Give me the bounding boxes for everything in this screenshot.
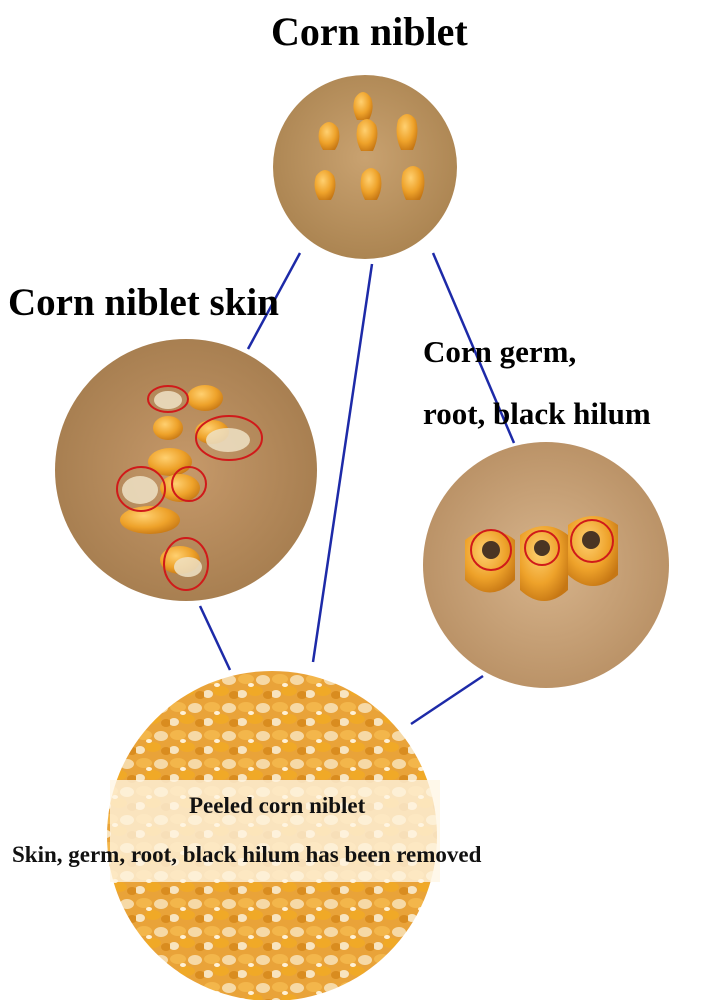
corn-niblet-heading: Corn niblet (271, 9, 468, 54)
corn-germ-heading-line-2: root, black hilum (423, 396, 651, 431)
connector-niblet-to-skin (246, 252, 302, 350)
highlight-rings (116, 385, 263, 591)
connector-germ-to-peeled (410, 674, 484, 726)
peeled-corn-caption: Peeled corn niblet (189, 793, 366, 818)
connector-niblet-to-germ (431, 252, 516, 444)
connector-lines (198, 252, 516, 726)
skin-flakes (122, 391, 250, 577)
connector-skin-to-peeled (198, 605, 232, 671)
corn-niblet-photo (273, 75, 457, 259)
niblet-kernels (314, 92, 425, 200)
germ-kernels (465, 516, 618, 601)
corn-germ-heading-line-1: Corn germ, (423, 334, 577, 369)
caption-band (110, 780, 440, 882)
connector-niblet-to-peeled (311, 263, 374, 663)
corn-niblet-skin-heading: Corn niblet skin (8, 281, 279, 324)
corn-germ-photo (423, 442, 669, 688)
hilum-spots (482, 531, 600, 559)
removed-parts-caption: Skin, germ, root, black hilum has been r… (12, 842, 482, 867)
corn-niblet-skin-photo (55, 339, 317, 601)
germ-highlight-rings (470, 519, 614, 571)
